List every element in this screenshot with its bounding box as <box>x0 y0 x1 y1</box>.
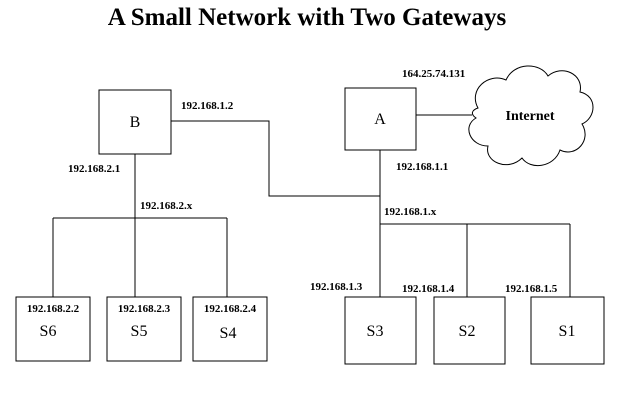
gateway-a-box <box>344 87 417 151</box>
label-a-external: 164.25.74.131 <box>402 68 465 80</box>
diagram-title: A Small Network with Two Gateways <box>108 4 507 31</box>
host-s3: S3 <box>344 296 417 365</box>
cloud-shape <box>468 65 594 166</box>
label-b-lan2: 192.168.2.1 <box>68 163 120 175</box>
host-s5-label: S5 <box>131 323 148 340</box>
link-b-to-lan1 <box>171 120 380 197</box>
label-a-lan1: 192.168.1.1 <box>396 161 448 173</box>
host-s2: S2 <box>433 296 506 365</box>
label-s3-address: 192.168.1.3 <box>310 281 363 293</box>
label-s1-address: 192.168.1.5 <box>505 283 558 295</box>
host-s4-address: 192.168.2.4 <box>204 303 257 315</box>
gateway-a: A <box>344 87 417 151</box>
host-s5-address: 192.168.2.3 <box>118 303 171 315</box>
label-b-lan1: 192.168.1.2 <box>181 100 234 112</box>
host-s3-label: S3 <box>367 323 384 340</box>
host-s2-label: S2 <box>459 323 476 340</box>
host-s3-box <box>344 296 417 365</box>
address-labels: 164.25.74.131 192.168.1.2 192.168.1.1 19… <box>68 68 558 295</box>
gateway-a-label: A <box>374 111 386 128</box>
label-s2-address: 192.168.1.4 <box>402 283 455 295</box>
gateway-b-box <box>98 89 172 155</box>
label-net2: 192.168.2.x <box>140 200 193 212</box>
host-s1-label: S1 <box>559 323 576 340</box>
host-s5: 192.168.2.3 S5 <box>106 296 182 362</box>
internet-label: Internet <box>506 109 555 124</box>
host-s4-label: S4 <box>220 325 237 342</box>
gateway-b: B <box>98 89 172 155</box>
host-s2-box <box>433 296 506 365</box>
host-s6: 192.168.2.2 S6 <box>15 296 91 362</box>
host-s1: S1 <box>530 296 605 365</box>
host-s6-address: 192.168.2.2 <box>27 303 80 315</box>
host-s4-box <box>192 296 268 362</box>
internet-cloud: Internet <box>468 65 594 166</box>
connections <box>52 114 571 297</box>
host-s1-box <box>530 296 605 365</box>
host-s5-box <box>106 296 182 362</box>
host-s6-label: S6 <box>40 323 57 340</box>
label-net1: 192.168.1.x <box>384 206 437 218</box>
host-s6-box <box>15 296 91 362</box>
host-s4: 192.168.2.4 S4 <box>192 296 268 362</box>
gateway-b-label: B <box>130 114 141 131</box>
